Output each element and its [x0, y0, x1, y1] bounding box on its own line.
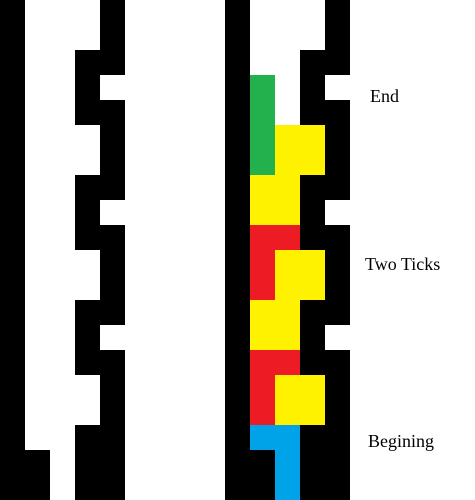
right-notch-3	[325, 325, 350, 350]
right-tooth-3	[300, 300, 325, 375]
green-end-piece	[250, 75, 275, 175]
right-mechanism	[225, 0, 350, 500]
right-rail-notches	[325, 75, 350, 350]
left-mechanism	[0, 0, 125, 500]
left-rail-notches	[100, 75, 125, 350]
left-tooth-3	[75, 300, 100, 375]
left-notch-3	[100, 325, 125, 350]
red-bar-2	[250, 350, 300, 375]
right-notch-1	[325, 75, 350, 100]
left-tooth-2	[75, 175, 100, 250]
yellow-block-3	[275, 250, 325, 300]
right-base-block	[250, 450, 275, 500]
right-tooth-1	[300, 50, 325, 125]
yellow-block-2	[250, 175, 300, 225]
label-beginning: Begining	[368, 431, 434, 451]
label-end: End	[370, 86, 399, 106]
left-tooth-1	[75, 50, 100, 125]
left-notch-2	[100, 200, 125, 225]
blue-start-bar	[250, 425, 300, 450]
red-bar-1	[250, 225, 300, 250]
right-notch-2	[325, 200, 350, 225]
yellow-block-4	[250, 300, 300, 350]
blue-start-stem	[275, 450, 300, 500]
label-two-ticks: Two Ticks	[365, 254, 441, 274]
ratchet-pieces	[250, 75, 325, 500]
left-base-block	[25, 450, 50, 500]
right-tooth-4	[300, 425, 325, 500]
yellow-block-5	[275, 375, 325, 425]
right-outer-wall	[225, 0, 250, 500]
left-notch-1	[100, 75, 125, 100]
right-rail-teeth	[300, 50, 325, 500]
red-stem-1	[250, 250, 275, 300]
left-outer-wall	[0, 0, 25, 500]
red-stem-2	[250, 375, 275, 425]
right-tooth-2	[300, 175, 325, 250]
yellow-block-1	[275, 125, 325, 175]
left-tooth-4	[75, 425, 100, 500]
left-rail-teeth	[75, 50, 100, 500]
